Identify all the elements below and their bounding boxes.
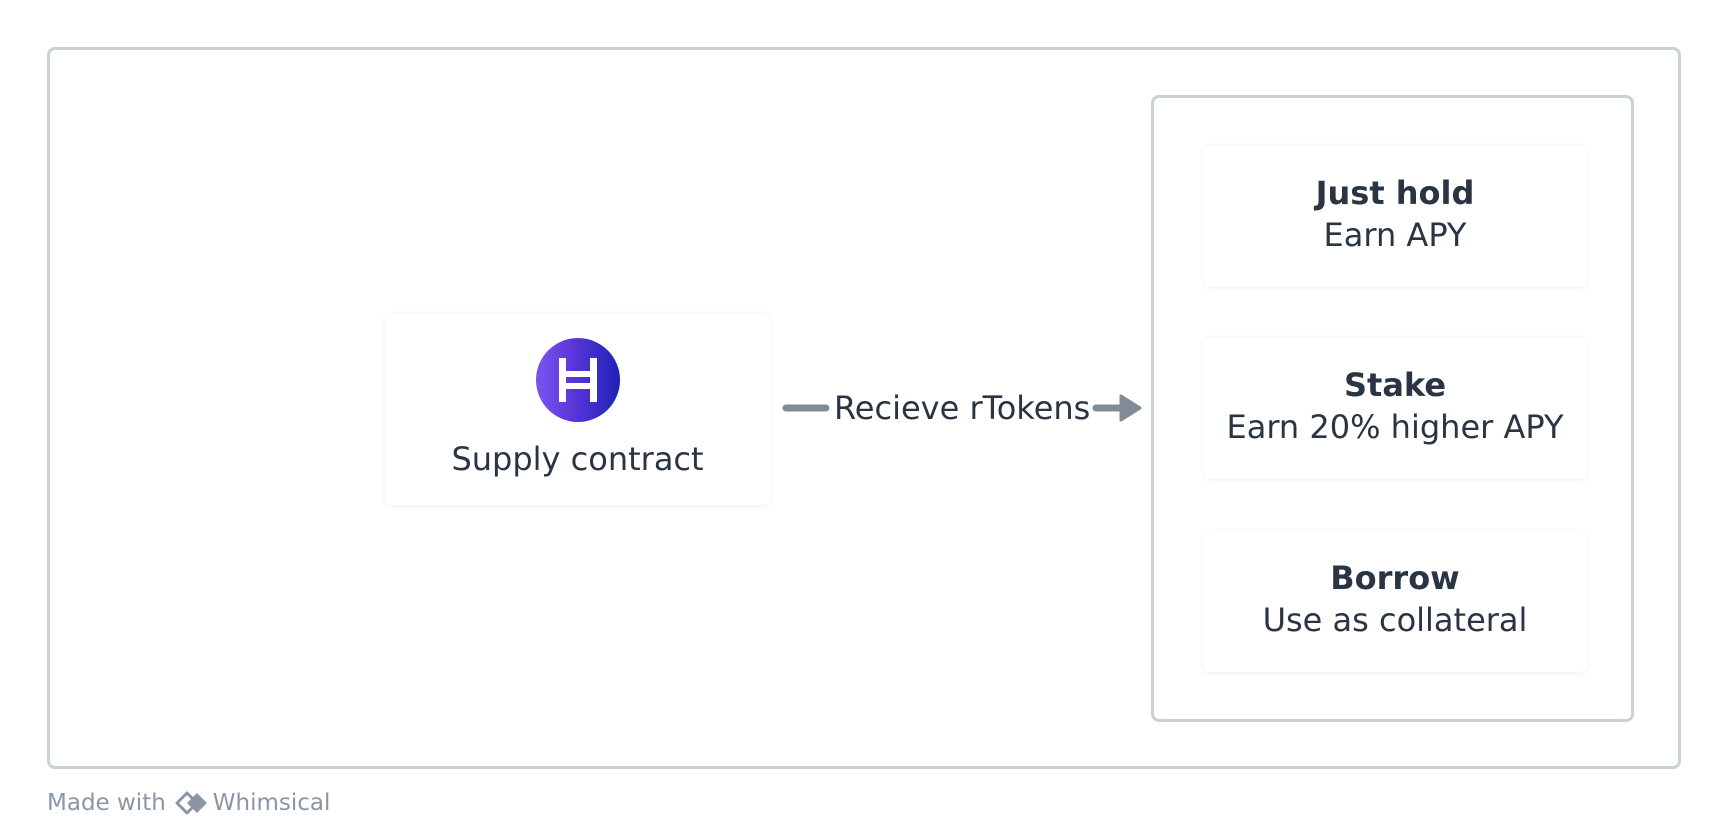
option-title: Borrow xyxy=(1330,559,1460,597)
whimsical-brand-text: Whimsical xyxy=(212,790,331,816)
option-subtitle: Earn 20% higher APY xyxy=(1226,408,1564,446)
option-title: Just hold xyxy=(1315,174,1475,212)
edge-label: Recieve rTokens xyxy=(834,389,1091,427)
option-card-stake[interactable]: Stake Earn 20% higher APY xyxy=(1203,337,1587,479)
option-card-just-hold[interactable]: Just hold Earn APY xyxy=(1203,145,1587,287)
option-subtitle: Use as collateral xyxy=(1262,601,1528,639)
made-with-footer[interactable]: Made with Whimsical xyxy=(47,790,330,816)
made-with-text: Made with xyxy=(47,790,166,816)
whimsical-logo-icon xyxy=(175,791,209,815)
supply-contract-card[interactable]: Supply contract xyxy=(385,313,770,505)
option-subtitle: Earn APY xyxy=(1323,216,1467,254)
option-card-borrow[interactable]: Borrow Use as collateral xyxy=(1203,530,1587,672)
option-title: Stake xyxy=(1343,366,1447,404)
supply-contract-label: Supply contract xyxy=(451,440,704,478)
h-logo-icon xyxy=(535,338,620,422)
